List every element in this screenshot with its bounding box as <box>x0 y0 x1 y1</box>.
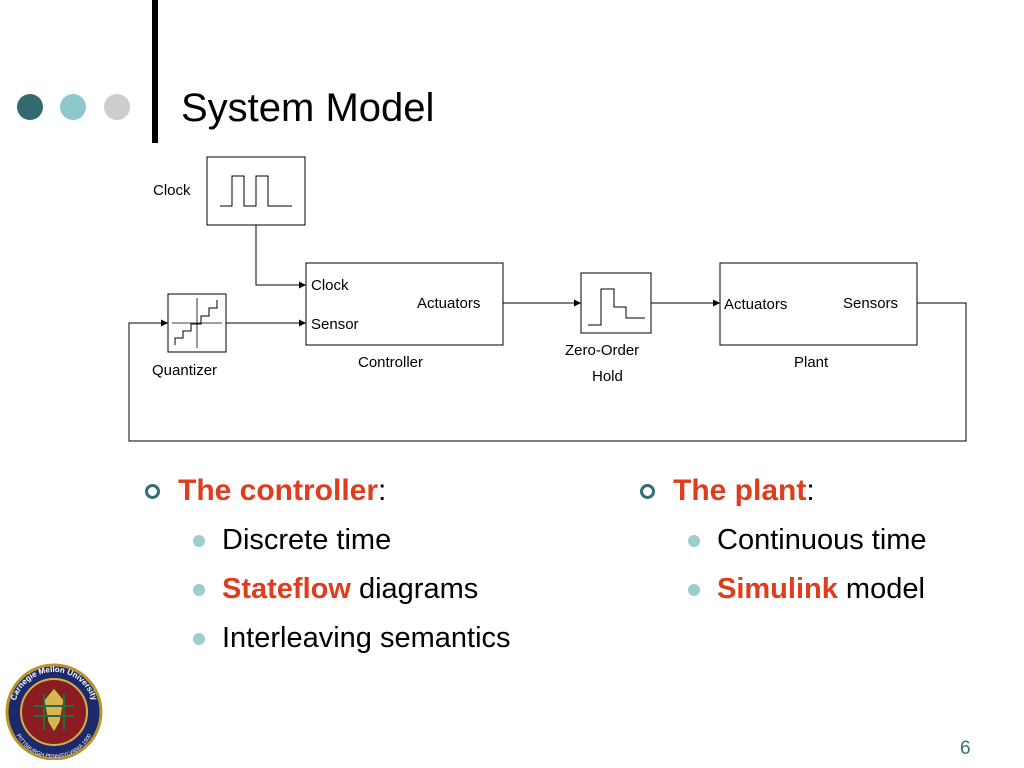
dot-bullet-icon <box>193 633 205 645</box>
wire-clock-to-controller <box>255 225 306 289</box>
zoh-label-line1: Zero-Order <box>565 342 639 359</box>
controller-port-sensor: Sensor <box>311 316 359 333</box>
step-hold-icon <box>588 288 645 326</box>
staircase-icon <box>174 300 218 345</box>
pulse-wave-icon <box>220 175 292 207</box>
bullet-plant-heading: The plant: <box>635 470 927 512</box>
plant-heading: The plant <box>673 474 807 507</box>
bullet-list-controller: The controller: Discrete time Stateflow … <box>140 470 511 663</box>
dot-bullet-icon <box>193 584 205 596</box>
title-divider <box>152 0 158 143</box>
decor-dot-dark <box>17 94 43 120</box>
list-item: Stateflow diagrams <box>140 565 511 614</box>
plant-port-actuators: Actuators <box>724 296 787 313</box>
list-item-text: model <box>837 573 925 605</box>
list-item: Continuous time <box>635 516 927 565</box>
controller-port-actuators: Actuators <box>417 295 480 312</box>
plant-block <box>719 262 918 346</box>
tartan-pattern <box>34 694 74 730</box>
dot-bullet-icon <box>193 535 205 547</box>
bullet-controller-heading: The controller: <box>140 470 511 512</box>
dot-bullet-icon <box>688 584 700 596</box>
list-item-text: Continuous time <box>717 524 927 556</box>
plant-block-label: Plant <box>794 354 829 371</box>
controller-heading-colon: : <box>378 474 387 507</box>
zoh-block <box>580 272 652 334</box>
university-seal-logo: Carnegie Mellon University PITTSBURGH PE… <box>5 663 103 760</box>
ring-bullet-icon <box>145 484 160 499</box>
controller-block-label: Controller <box>358 354 423 371</box>
list-item-highlight: Stateflow <box>222 573 351 605</box>
ring-bullet-icon <box>640 484 655 499</box>
quantizer-block-label: Quantizer <box>152 362 217 379</box>
controller-heading: The controller <box>178 474 379 507</box>
decor-dot-teal <box>60 94 86 120</box>
clock-block-label: Clock <box>153 182 191 199</box>
bullet-list-plant: The plant: Continuous time Simulink mode… <box>635 470 927 614</box>
decor-dot-gray <box>104 94 130 120</box>
list-item-highlight: Simulink <box>717 573 838 605</box>
list-item: Discrete time <box>140 516 511 565</box>
dot-bullet-icon <box>688 535 700 547</box>
page-number: 6 <box>960 738 971 759</box>
plant-port-sensors: Sensors <box>843 295 898 312</box>
zoh-label-line2: Hold <box>592 368 623 385</box>
system-model-diagram: Clock Quantizer Clock Sensor Actuators C… <box>128 156 967 442</box>
controller-port-clock: Clock <box>311 277 349 294</box>
list-item: Simulink model <box>635 565 927 614</box>
controller-block <box>305 262 504 346</box>
list-item: Interleaving semantics <box>140 614 511 663</box>
wire-feedback-sensors <box>128 302 967 442</box>
slide-title: System Model <box>181 86 435 130</box>
list-item-text: Interleaving semantics <box>222 622 511 654</box>
plant-heading-colon: : <box>806 474 815 507</box>
list-item-text: diagrams <box>350 573 479 605</box>
list-item-text: Discrete time <box>222 524 392 556</box>
